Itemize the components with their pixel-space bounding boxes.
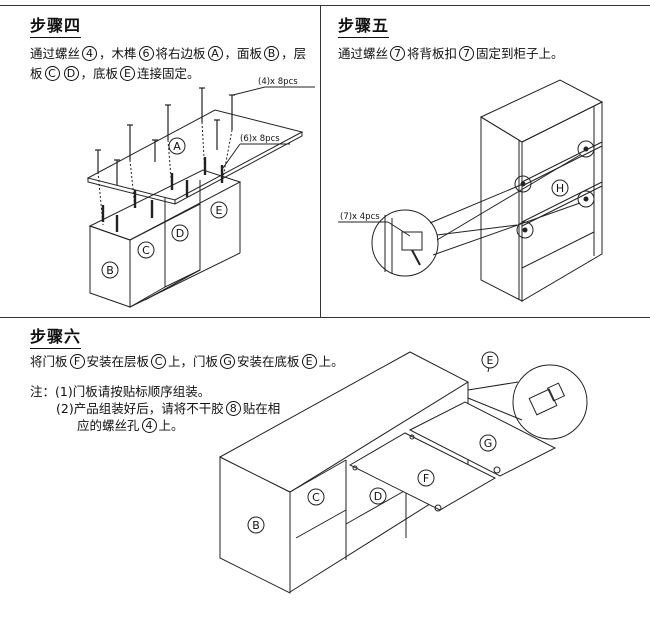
cabinet-inner [295, 509, 347, 539]
part-letter-badge: B [264, 46, 280, 61]
part-label-d: D [171, 224, 189, 242]
svg-text:E: E [216, 204, 223, 217]
cabinet-inner [345, 489, 407, 525]
part-letter-badge: E [120, 66, 136, 81]
part-label-a: A [168, 137, 186, 155]
cabinet-inner [289, 459, 347, 493]
callout-leader [232, 86, 266, 96]
part-label-e: E [481, 351, 499, 369]
screw-callout: (4)x 8pcs [258, 77, 298, 87]
hinge-part [546, 382, 566, 402]
detail-leader [429, 183, 524, 224]
svg-text:G: G [484, 437, 493, 450]
part-label-c: C [307, 488, 325, 506]
shelf-line [521, 231, 595, 269]
top-border [0, 5, 650, 6]
svg-text:B: B [252, 519, 260, 532]
part-label-d: D [369, 487, 387, 505]
dowel-callout: (6)x 8pcs [240, 134, 280, 144]
hinge-part [528, 388, 558, 416]
dowels-group [101, 157, 224, 232]
step4-drawing: (4)x 8pcs (6)x 8pcs A B C D E [86, 77, 315, 308]
detail-leader [467, 381, 519, 391]
detail-leader [467, 397, 523, 421]
shelf-line [521, 181, 603, 223]
part-number-badge: 8 [225, 401, 241, 416]
cabinet-side [480, 116, 523, 302]
note-1: 注：(1)门板请按贴标顺序组装。 [30, 384, 211, 399]
screw-point-circle [577, 190, 595, 208]
svg-text:F: F [423, 472, 429, 485]
shelf-line [521, 185, 603, 227]
step5-screw-callout: (7)x 4pcs [340, 212, 380, 222]
detail-screw [411, 249, 421, 266]
step6-drawing: B C D E F G [218, 351, 588, 594]
svg-text:H: H [556, 182, 564, 195]
part-label-h: H [551, 179, 569, 197]
shelf-line [521, 141, 603, 183]
part-label-b: B [247, 516, 265, 534]
svg-text:B: B [106, 264, 114, 277]
svg-text:D: D [374, 490, 382, 503]
part-label-b: B [101, 261, 119, 279]
detail-leader [436, 224, 518, 236]
part-letter-badge: E [301, 354, 317, 369]
part-letter-badge: G [220, 354, 236, 369]
part-letter-badge: C [44, 66, 60, 81]
screws-group [95, 87, 235, 185]
detail-magnifier [371, 209, 439, 277]
part-letter-badge: F [69, 354, 85, 369]
part-number-badge: 7 [459, 46, 475, 61]
panel-c [129, 221, 166, 308]
part-letter-badge: C [151, 354, 167, 369]
part-label-e: E [210, 201, 228, 219]
part-label-g: G [479, 434, 497, 452]
svg-text:C: C [312, 491, 320, 504]
back-clip [401, 231, 423, 251]
guide-lines [97, 121, 233, 226]
step4-title: 步骤四 [30, 12, 82, 38]
svg-text:A: A [173, 140, 181, 153]
cabinet-top [479, 79, 604, 143]
part-label-c: C [137, 241, 155, 259]
part-letter-badge: D [63, 66, 79, 81]
part-number-badge: 4 [82, 46, 98, 61]
detail-leader [432, 202, 581, 256]
step5-title: 步骤五 [338, 12, 390, 38]
step5-drawing: H (7)x 4pcs [338, 79, 604, 302]
hinge-detail-magnifier [512, 364, 588, 440]
horizontal-divider [0, 317, 650, 318]
part-number-badge: 6 [138, 46, 154, 61]
panel-a-top [86, 109, 304, 201]
part-number-badge: 7 [390, 46, 406, 61]
panel-d [164, 203, 201, 288]
svg-text:E: E [487, 354, 494, 367]
svg-text:D: D [176, 227, 184, 240]
detail-leader [436, 154, 581, 241]
vertical-divider [320, 5, 321, 317]
step6-title: 步骤六 [30, 323, 82, 349]
part-number-badge: 4 [141, 418, 157, 433]
part-label-f: F [417, 469, 435, 487]
screw-point-circle [577, 140, 595, 158]
svg-text:C: C [142, 244, 150, 257]
callout-leader [222, 143, 241, 169]
part-letter-badge: A [207, 46, 223, 61]
callout-leader [387, 221, 411, 237]
cabinet-inner [144, 269, 201, 301]
